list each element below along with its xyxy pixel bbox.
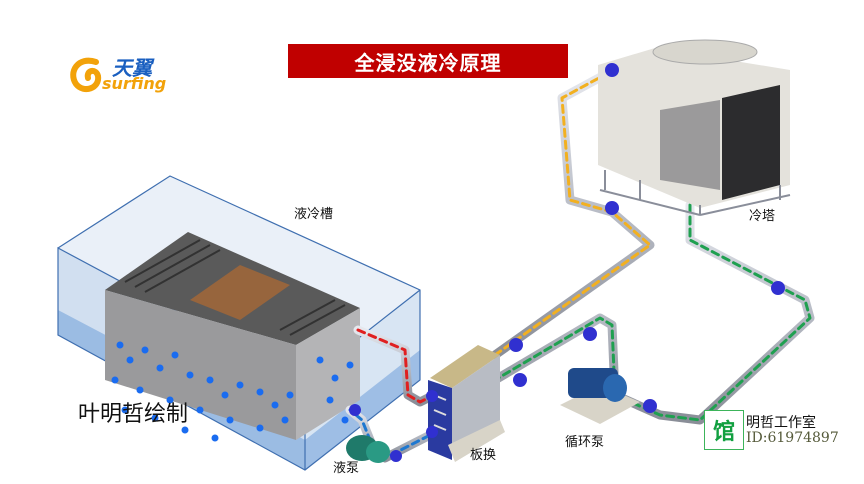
coolant-bubbles <box>111 341 354 442</box>
label-coolant-pump: 液泵 <box>333 461 360 476</box>
studio-id: ID:61974897 <box>746 430 839 446</box>
bubble <box>196 406 204 414</box>
logo-cn-text: 天翼 <box>112 56 152 80</box>
bubble <box>186 371 194 379</box>
bubble <box>326 396 334 404</box>
diagram-title: 全浸没液冷原理 <box>288 44 568 78</box>
company-logo: 天翼 surfing <box>66 52 176 98</box>
bubble <box>346 361 354 369</box>
bubble <box>126 356 134 364</box>
bubble <box>181 426 189 434</box>
plate-heat-exchanger <box>428 345 505 462</box>
author-watermark: 叶明哲绘制 <box>78 402 189 427</box>
circulation-pump <box>560 368 640 424</box>
cooling-tower <box>598 39 791 216</box>
bubble <box>256 388 264 396</box>
label-tank: 液冷槽 <box>294 207 334 222</box>
bubble <box>141 346 149 354</box>
bubble <box>286 391 294 399</box>
liquid-cooling-tank <box>57 175 421 471</box>
valves <box>349 63 785 462</box>
bubble <box>341 416 349 424</box>
logo-en-text: surfing <box>102 74 167 93</box>
bubble <box>271 401 279 409</box>
bubble <box>171 351 179 359</box>
bubble <box>151 414 159 422</box>
swirl-logo-icon <box>70 57 102 93</box>
bubble <box>331 374 339 382</box>
bubble <box>256 424 264 432</box>
bubble <box>166 396 174 404</box>
bubble <box>316 356 324 364</box>
coolant-pump <box>346 435 390 463</box>
bubble <box>136 386 144 394</box>
bubble <box>221 391 229 399</box>
bubble <box>236 381 244 389</box>
label-circulation-pump: 循环泵 <box>565 435 605 450</box>
studio-name: 明哲工作室 <box>746 415 816 431</box>
label-cooling-tower: 冷塔 <box>749 209 776 224</box>
bubble <box>156 364 164 372</box>
bubble <box>116 341 124 349</box>
bubble <box>281 416 289 424</box>
bubble <box>211 434 219 442</box>
bubble <box>121 406 129 414</box>
bubble <box>226 416 234 424</box>
bubble <box>111 376 119 384</box>
label-heat-exchanger: 板换 <box>470 448 497 463</box>
bubble <box>206 376 214 384</box>
pipes <box>345 67 815 463</box>
studio-stamp: 馆 <box>704 410 744 450</box>
